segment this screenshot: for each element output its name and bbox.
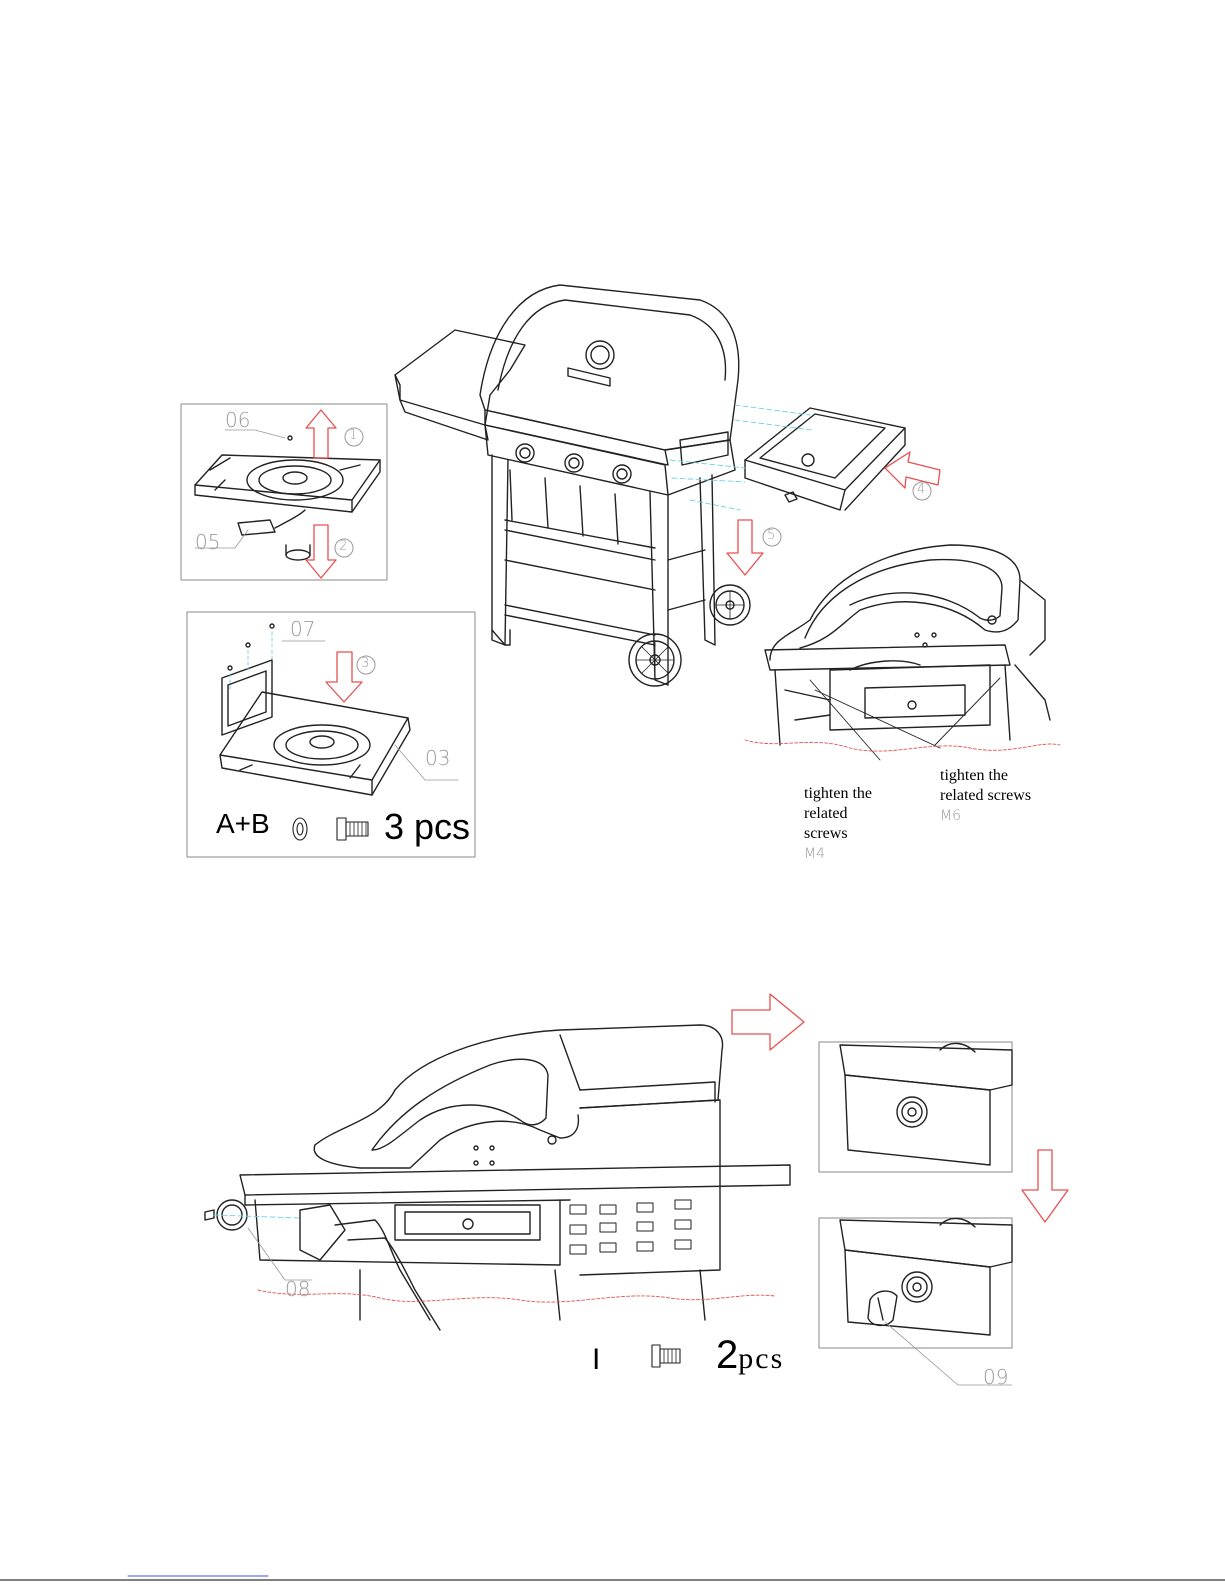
step-5-label: 5 xyxy=(767,528,775,543)
washer-icon xyxy=(293,818,307,840)
screw-icon-bottom xyxy=(652,1345,680,1367)
note-left-line1: tighten the xyxy=(804,784,872,804)
note-right: tighten the related screws M6 xyxy=(940,766,1031,826)
hardware-label-i: I xyxy=(592,1343,600,1377)
part-06-label: 06 xyxy=(225,408,250,432)
burner-detail xyxy=(195,436,380,560)
step-3-arrow xyxy=(326,652,362,702)
note-left-line3: screws xyxy=(804,824,872,844)
note-left-size: M4 xyxy=(804,844,872,864)
note-right-line1: tighten the xyxy=(940,766,1031,786)
knob-detail xyxy=(840,1218,1012,1335)
part-05-label: 05 xyxy=(195,530,220,554)
sideburner-detail xyxy=(220,624,410,795)
step-3-label: 3 xyxy=(361,656,369,671)
note-right-line2: related screws xyxy=(940,786,1031,806)
direction-arrows-top xyxy=(727,452,940,575)
part-08-label: 08 xyxy=(285,1277,310,1301)
step-2-label: 2 xyxy=(339,539,347,554)
part-07-label: 07 xyxy=(290,617,315,641)
hardware-label-ab: A+B xyxy=(216,808,270,840)
break-line-top xyxy=(745,740,1060,751)
note-left: tighten the related screws M4 xyxy=(804,784,872,864)
detail-box-valve xyxy=(819,1042,1012,1172)
break-line-bottom xyxy=(258,1290,775,1302)
step-1-label: 1 xyxy=(349,428,357,443)
valve-detail xyxy=(840,1043,1012,1165)
grill-main-view xyxy=(395,285,905,686)
step-4-label: 4 xyxy=(917,482,925,497)
hardware-qty-number: 2 xyxy=(716,1333,738,1377)
note-right-size: M6 xyxy=(940,806,1031,826)
part-03-label: 03 xyxy=(425,746,450,770)
hardware-qty-unit: pcs xyxy=(738,1342,784,1375)
hardware-qty-bottom: 2pcs xyxy=(716,1333,784,1378)
screw-icon xyxy=(337,818,368,840)
hardware-qty-top: 3 pcs xyxy=(384,806,470,848)
direction-arrows-bottom xyxy=(732,994,1068,1222)
grill-back-view xyxy=(765,545,1050,760)
part-09-label: 09 xyxy=(983,1365,1008,1389)
note-left-line2: related xyxy=(804,804,872,824)
